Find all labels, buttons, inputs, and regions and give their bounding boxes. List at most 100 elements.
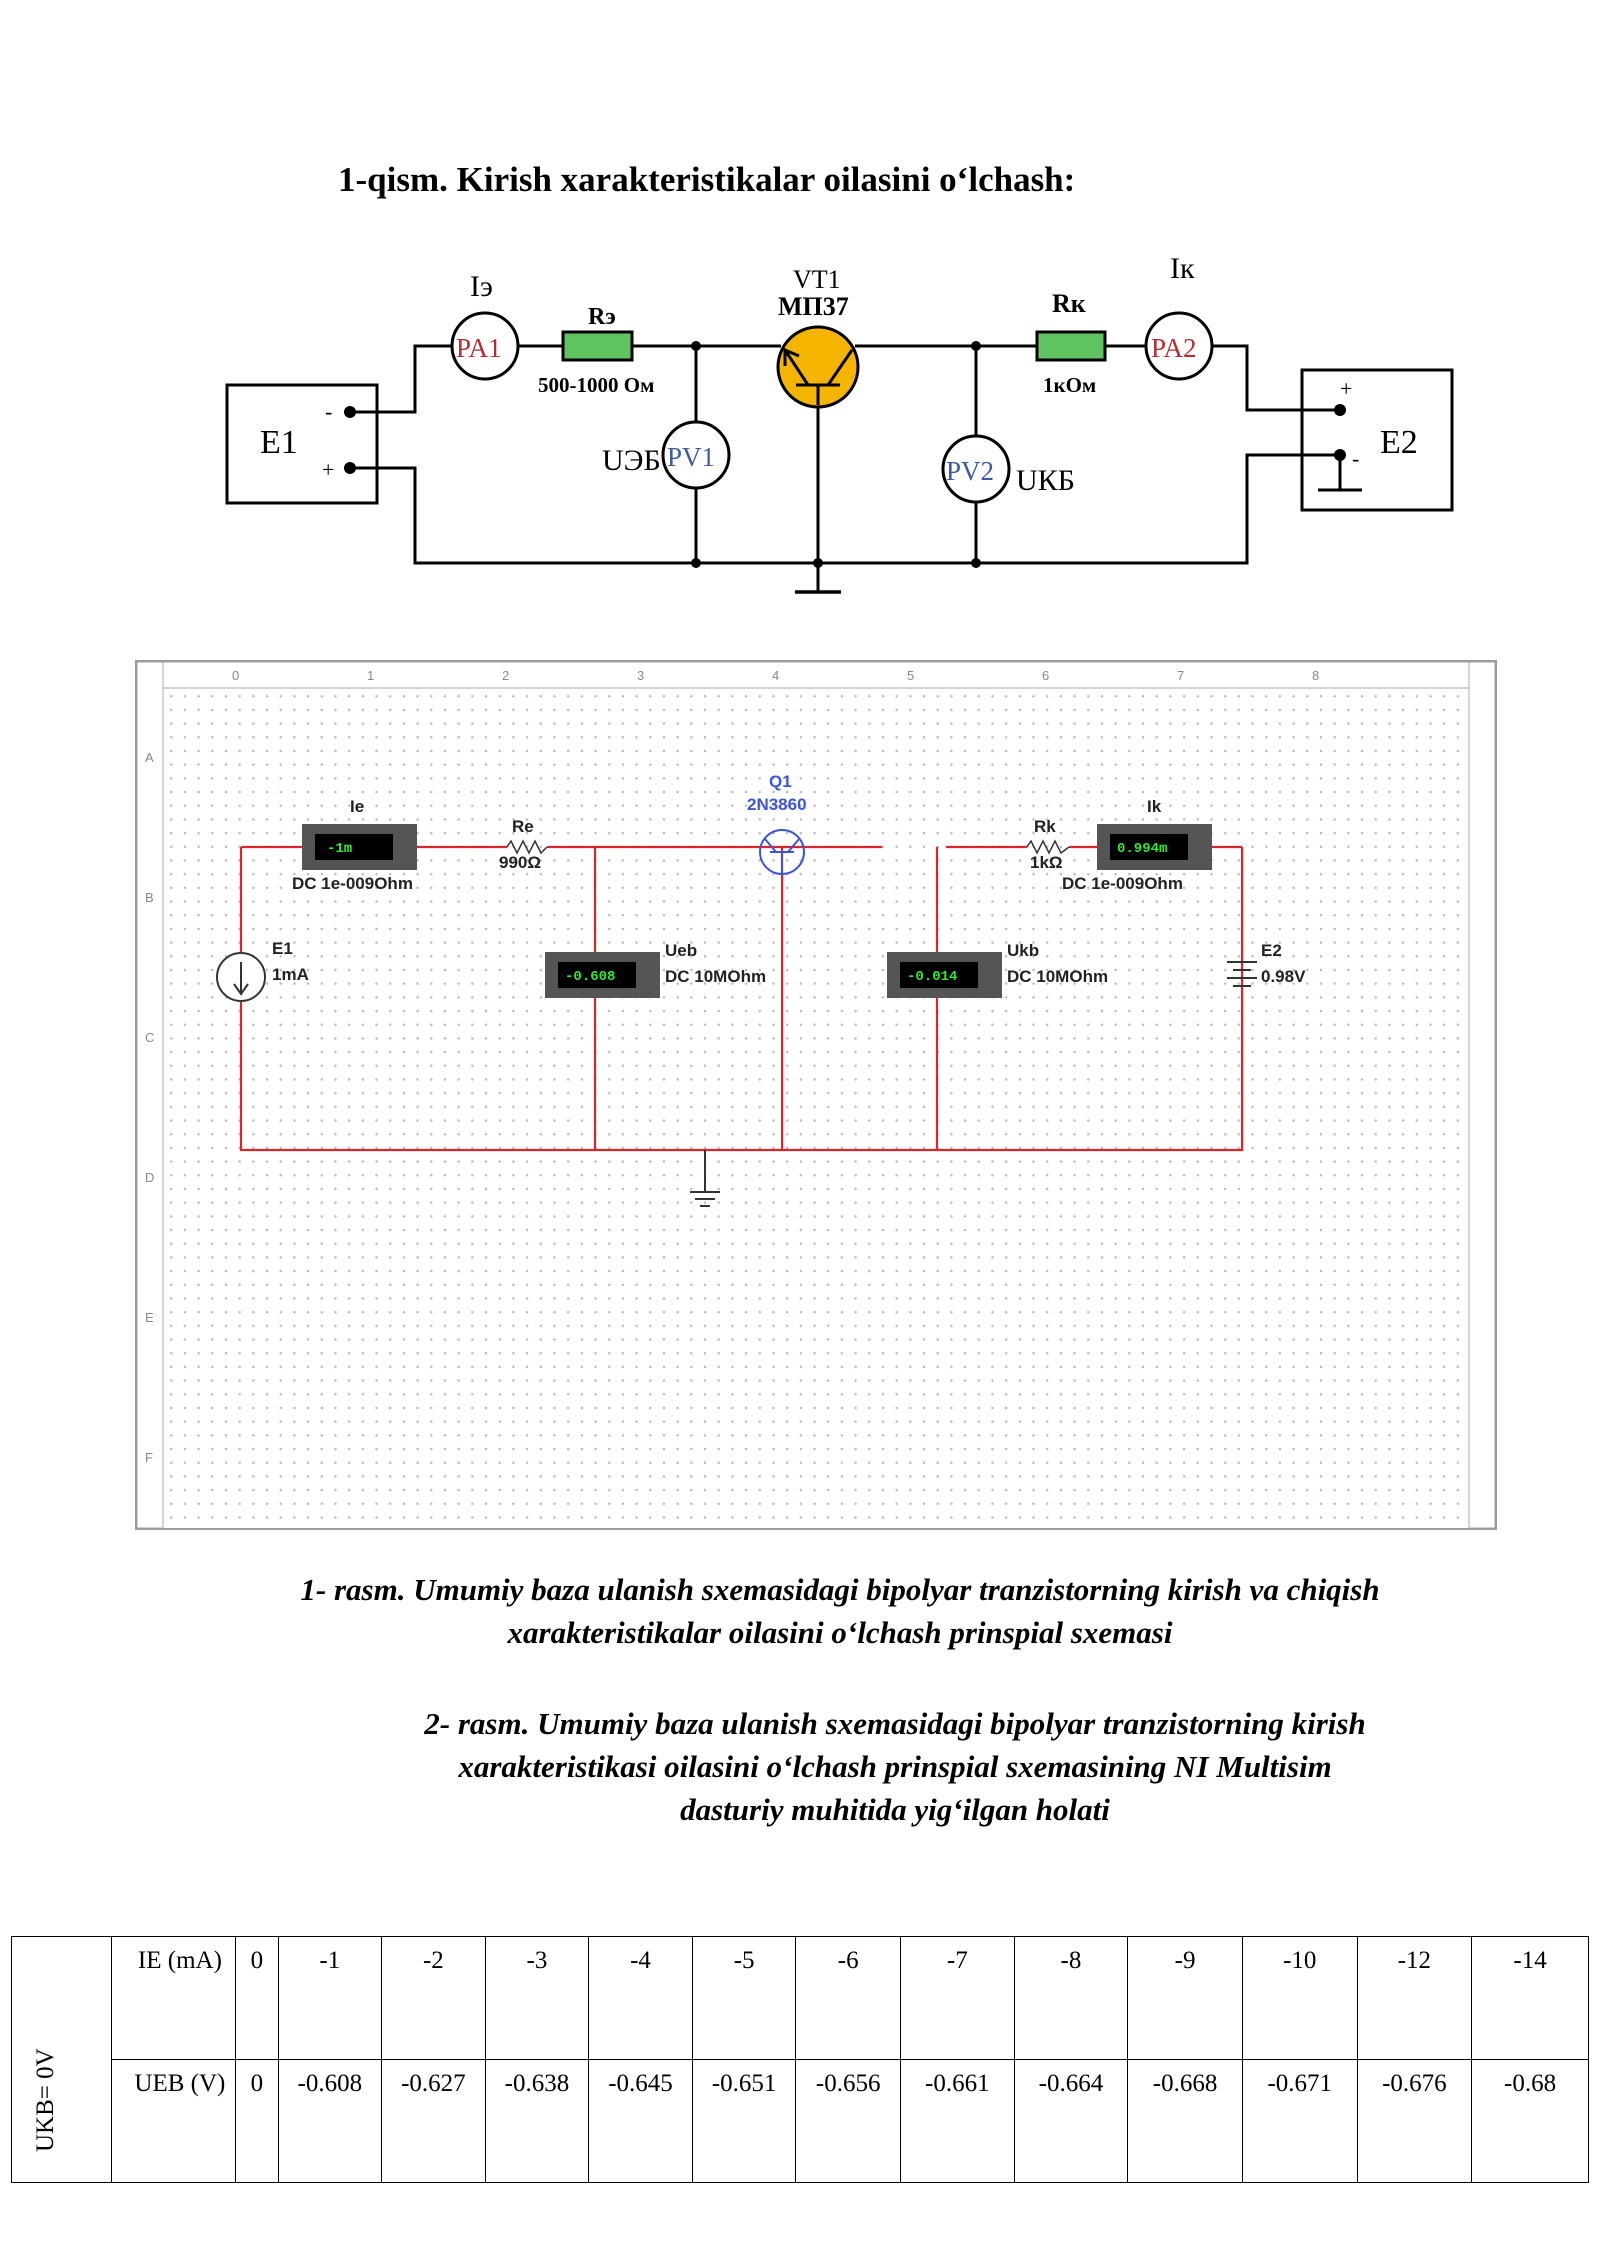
- ie-cell: -3: [484, 1936, 590, 2060]
- svg-text:5: 5: [907, 668, 914, 683]
- ueb-label: UЭБ: [602, 444, 661, 477]
- ie-cell: -12: [1356, 1936, 1473, 2060]
- figure-2-caption: 2- rasm. Umumiy baza ulanish sxemasidagi…: [424, 1706, 1366, 1827]
- ueb-cell: 0: [235, 2059, 279, 2183]
- ueb-cell: -0.627: [381, 2059, 486, 2183]
- ie-cell: 0: [235, 1936, 279, 2060]
- pa2-label: PA2: [1151, 333, 1197, 363]
- ms-ik-label: Ik: [1147, 797, 1162, 816]
- ms-q-ref: Q1: [769, 772, 792, 791]
- measurement-table: UKB= 0V IE (mA) 0 -1 -2 -3 -4 -5 -6 -7 -…: [11, 1936, 1589, 2183]
- e2-label: E2: [1380, 424, 1418, 461]
- ie-cell: -9: [1127, 1936, 1243, 2060]
- svg-text:6: 6: [1042, 668, 1049, 683]
- ammeter-pa1: [450, 311, 520, 381]
- ie-cell: -4: [588, 1936, 693, 2060]
- ueb-cell: -0.656: [795, 2059, 901, 2183]
- svg-text:8: 8: [1312, 668, 1319, 683]
- ik-meter-label: Iк: [1170, 252, 1195, 285]
- ueb-cell: -0.664: [1013, 2059, 1129, 2183]
- ms-ueb-label: Ueb: [665, 941, 697, 960]
- multisim-schematic: 0 1 2 3 4 5 6 7 8 A B C D E F: [136, 661, 1496, 1529]
- ms-e2-value: 0.98V: [1261, 967, 1306, 986]
- svg-text:-: -: [1352, 446, 1359, 471]
- re-label: Rэ: [588, 304, 616, 330]
- e1-label: E1: [260, 424, 298, 461]
- svg-text:D: D: [145, 1170, 154, 1185]
- resistor-rk: [1035, 330, 1107, 362]
- ms-e1-label: E1: [272, 939, 293, 958]
- row-label-ueb: UEB (V): [110, 2059, 237, 2183]
- ie-cell: -1: [277, 1936, 383, 2060]
- re-value: 500-1000 Ом: [538, 373, 654, 397]
- ms-re-value: 990Ω: [499, 853, 541, 872]
- multisim-canvas: 0 1 2 3 4 5 6 7 8 A B C D E F: [135, 660, 1497, 1530]
- ueb-cell: -0.608: [277, 2059, 383, 2183]
- svg-text:B: B: [145, 890, 154, 905]
- figure-1-caption: 1- rasm. Umumiy baza ulanish sxemasidagi…: [300, 1572, 1380, 1650]
- ukb-label: UКБ: [1016, 464, 1075, 497]
- vt1-model: МП37: [778, 292, 849, 321]
- ms-ukb-label: Ukb: [1007, 941, 1039, 960]
- pv1-label: PV1: [667, 442, 715, 472]
- svg-text:+: +: [1340, 376, 1352, 401]
- source-e2-box: [1300, 368, 1454, 512]
- svg-text:4: 4: [772, 668, 779, 683]
- ms-ik-reading: 0.994m: [1117, 841, 1167, 857]
- condition-label: UKB= 0V: [32, 2048, 59, 2152]
- ie-cell: -8: [1013, 1936, 1129, 2060]
- ie-cell: -2: [381, 1936, 486, 2060]
- ms-ie-reading: -1m: [327, 841, 352, 857]
- svg-text:A: A: [145, 750, 154, 765]
- condition-cell: UKB= 0V: [11, 1936, 112, 2183]
- ms-ie-label: Ie: [350, 797, 364, 816]
- svg-text:C: C: [145, 1030, 154, 1045]
- svg-text:7: 7: [1177, 668, 1184, 683]
- schematic-diagram: E1 E2 - + + - PA1 PA2 PV1 PV2 Iэ Iк Rэ 5…: [225, 252, 1454, 594]
- ms-e2-label: E2: [1261, 941, 1282, 960]
- section-heading: 1-qism. Kirish xarakteristikalar oilasin…: [338, 160, 1076, 199]
- ueb-cell: -0.638: [484, 2059, 590, 2183]
- voltmeter-pv1: [661, 420, 731, 490]
- ms-ie-mode: DC 1e-009Ohm: [292, 874, 413, 893]
- ms-rk-label: Rk: [1034, 817, 1056, 836]
- pa1-label: PA1: [456, 333, 502, 363]
- row-label-ie: IE (mA): [110, 1936, 237, 2060]
- svg-text:E: E: [145, 1310, 154, 1325]
- svg-text:F: F: [145, 1450, 153, 1465]
- svg-text:3: 3: [637, 668, 644, 683]
- ms-ukb-reading: -0.014: [907, 969, 957, 985]
- ms-ueb-mode: DC 10MOhm: [665, 967, 766, 986]
- svg-text:-: -: [325, 399, 332, 424]
- vt1-label: VT1: [793, 265, 841, 294]
- rk-label: Rк: [1052, 289, 1086, 318]
- ie-cell: -5: [691, 1936, 797, 2060]
- resistor-re: [561, 330, 634, 362]
- rk-value: 1кОм: [1043, 373, 1096, 397]
- ie-cell: -14: [1471, 1936, 1589, 2060]
- ueb-cell: -0.651: [691, 2059, 797, 2183]
- ueb-cell: -0.661: [899, 2059, 1015, 2183]
- ueb-cell: -0.645: [588, 2059, 693, 2183]
- ammeter-pa2: [1144, 311, 1214, 381]
- svg-text:+: +: [322, 457, 334, 482]
- ueb-cell: -0.68: [1471, 2059, 1589, 2183]
- ms-ukb-mode: DC 10MOhm: [1007, 967, 1108, 986]
- source-e1-box: [225, 383, 379, 505]
- ie-cell: -10: [1241, 1936, 1358, 2060]
- svg-text:0: 0: [232, 668, 239, 683]
- ms-ueb-reading: -0.608: [565, 969, 615, 985]
- ms-q-model: 2N3860: [747, 795, 807, 814]
- ms-ik-mode: DC 1e-009Ohm: [1062, 874, 1183, 893]
- pv2-label: PV2: [946, 456, 994, 486]
- ms-rk-value: 1kΩ: [1030, 853, 1063, 872]
- ie-meter-label: Iэ: [470, 270, 493, 303]
- ie-cell: -6: [795, 1936, 901, 2060]
- ueb-cell: -0.668: [1127, 2059, 1243, 2183]
- svg-text:1: 1: [367, 668, 374, 683]
- ms-re-label: Re: [512, 817, 534, 836]
- ueb-cell: -0.671: [1241, 2059, 1358, 2183]
- svg-text:2: 2: [502, 668, 509, 683]
- ie-cell: -7: [899, 1936, 1015, 2060]
- ueb-cell: -0.676: [1356, 2059, 1473, 2183]
